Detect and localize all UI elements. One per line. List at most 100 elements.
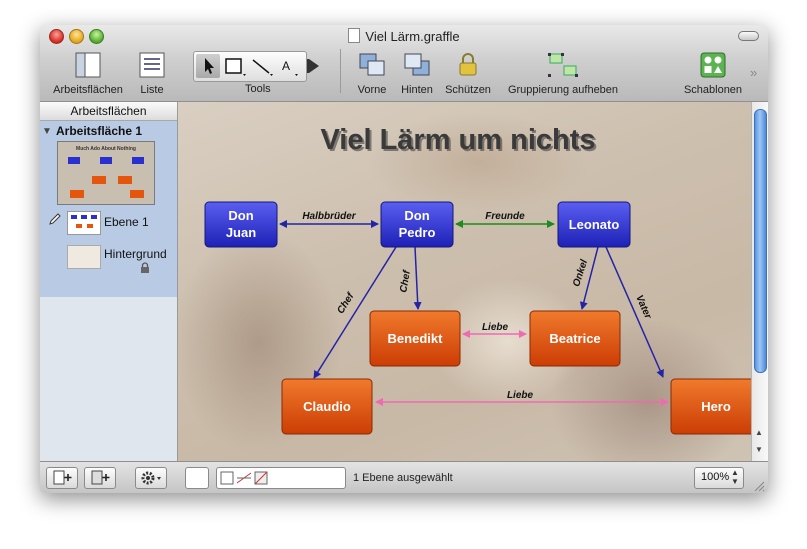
bring-front-icon (359, 53, 385, 76)
canvas-item-label[interactable]: Arbeitsfläche 1 (56, 124, 143, 138)
layer-name[interactable]: Ebene 1 (104, 215, 149, 229)
arbeitsflaechen-label: Arbeitsflächen (53, 84, 123, 96)
resize-grip-icon[interactable] (753, 480, 765, 492)
send-back-icon (404, 53, 430, 76)
toolbar-toggle-button[interactable] (738, 31, 759, 41)
style-tray[interactable] (216, 467, 346, 489)
schuetzen-button[interactable]: Schützen (443, 52, 493, 96)
style-swatches-icon (220, 471, 268, 485)
add-canvas-button[interactable] (46, 467, 78, 489)
zoom-button[interactable] (89, 29, 104, 44)
node-label: Juan (226, 225, 256, 240)
app-window: Viel Lärm.graffle Arbeitsflächen Liste (40, 25, 768, 493)
node-beatrice[interactable]: Beatrice (529, 310, 621, 367)
zoom-value: 100% (701, 471, 730, 483)
line-icon (252, 59, 273, 76)
edge-label-liebe: Liebe (482, 322, 509, 333)
hinten-label: Hinten (401, 84, 433, 96)
text-tool-letter: A (282, 59, 290, 73)
edge-chef-claudio (313, 246, 397, 379)
node-benedikt[interactable]: Benedikt (369, 310, 461, 367)
add-page-icon (53, 470, 72, 485)
gruppierung-label: Gruppierung aufheben (507, 84, 619, 96)
thumb-node (92, 176, 106, 184)
thumb-node (71, 215, 77, 219)
shape-tool[interactable] (223, 54, 247, 78)
thumbnail-title: Much Ado About Nothing (76, 146, 136, 152)
node-label: Benedikt (388, 331, 444, 346)
edge-label-freunde: Freunde (485, 211, 525, 222)
node-label: Claudio (303, 399, 351, 414)
add-layer-button[interactable] (84, 467, 116, 489)
edge-chef-benedikt (413, 246, 422, 310)
zoom-select[interactable]: 100% ▲▼ (694, 467, 744, 489)
text-tool-icon: A (282, 59, 298, 76)
close-button[interactable] (49, 29, 64, 44)
node-hero[interactable]: Hero (670, 378, 751, 435)
fill-color-well[interactable] (185, 467, 209, 489)
diagram-title-shadow: Viel Lärm um nichts (322, 126, 597, 158)
thumb-node (76, 224, 82, 228)
vertical-scrollbar[interactable]: ▲ ▼ (751, 102, 768, 461)
node-label: Don (228, 208, 253, 223)
lock-icon[interactable] (140, 262, 150, 273)
schablonen-button[interactable]: Schablonen (680, 52, 746, 96)
node-label: Leonato (569, 217, 620, 232)
rectangle-icon (225, 58, 246, 76)
node-label: Don (404, 208, 429, 223)
thumb-node (87, 224, 93, 228)
scroll-down-icon[interactable]: ▼ (755, 445, 763, 454)
stencils-icon (700, 52, 726, 78)
tools-label: Tools (245, 83, 271, 95)
layer-thumbnail[interactable] (67, 245, 101, 269)
minimize-button[interactable] (69, 29, 84, 44)
edge-label-onkel: Onkel (571, 258, 590, 288)
layer-name[interactable]: Hintergrund (104, 247, 167, 261)
arbeitsflaechen-button[interactable]: Arbeitsflächen (46, 52, 130, 96)
pencil-icon[interactable] (48, 212, 62, 226)
liste-label: Liste (140, 84, 164, 96)
node-don-juan[interactable]: Don Juan (204, 201, 278, 248)
diagram: Viel Lärm um nichts Viel Lärm um nichts … (204, 124, 751, 435)
window-title-text: Viel Lärm.graffle (365, 29, 460, 44)
liste-button[interactable]: Liste (133, 52, 171, 96)
toolbar-overflow-icon[interactable]: » (750, 65, 758, 80)
node-claudio[interactable]: Claudio (281, 378, 373, 435)
edge-label-halbbrueder: Halbbrüder (302, 211, 356, 222)
node-leonato[interactable]: Leonato (557, 201, 631, 248)
layer-thumbnail[interactable] (67, 211, 101, 235)
add-layer-icon (91, 470, 110, 485)
node-label: Pedro (399, 225, 436, 240)
play-icon[interactable] (307, 57, 321, 75)
thumb-node (70, 190, 84, 198)
thumb-node (100, 157, 112, 164)
hinten-button[interactable]: Hinten (395, 52, 439, 96)
thumb-node (132, 157, 144, 164)
schablonen-label: Schablonen (683, 84, 743, 96)
canvas-thumbnail[interactable]: Much Ado About Nothing (57, 141, 155, 205)
edge-label-liebe: Liebe (507, 390, 534, 401)
disclosure-triangle-icon[interactable]: ▼ (42, 126, 52, 137)
line-tool[interactable] (250, 54, 274, 78)
scroll-up-icon[interactable]: ▲ (755, 428, 763, 437)
vorne-label: Vorne (357, 84, 387, 96)
text-tool[interactable]: A (277, 54, 301, 78)
canvas[interactable]: Viel Lärm um nichts Viel Lärm um nichts … (178, 102, 751, 461)
gruppierung-button[interactable]: Gruppierung aufheben (500, 52, 626, 96)
window-title: Viel Lärm.graffle (40, 28, 768, 44)
thumb-node (130, 190, 144, 198)
arrow-pointer-icon (205, 58, 214, 74)
node-don-pedro[interactable]: Don Pedro (380, 201, 454, 248)
lock-icon (459, 53, 477, 76)
scrollbar-thumb[interactable] (754, 109, 767, 373)
list-icon (139, 52, 165, 78)
edge-label-chef: Chef (335, 290, 357, 316)
diagram-title: Viel Lärm um nichts (320, 124, 595, 156)
toolbar-separator (340, 49, 341, 93)
action-menu-button[interactable] (135, 467, 167, 489)
selection-tool[interactable] (196, 54, 220, 78)
vorne-button[interactable]: Vorne (352, 52, 392, 96)
titlebar: Viel Lärm.graffle Arbeitsflächen Liste (40, 25, 768, 102)
edge-vater (605, 246, 664, 378)
edge-label-chef: Chef (398, 268, 413, 293)
